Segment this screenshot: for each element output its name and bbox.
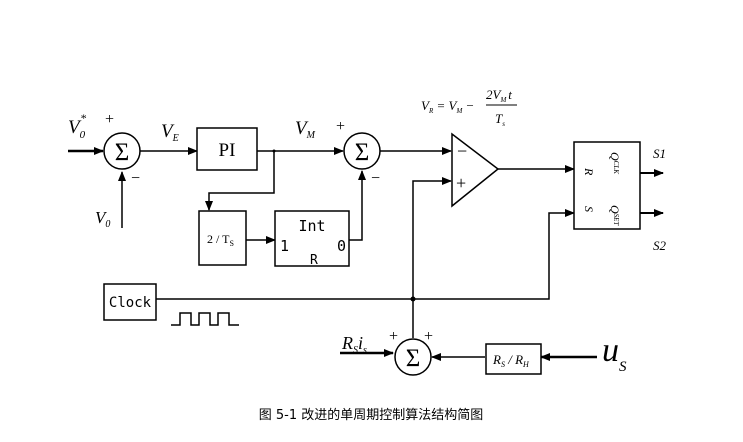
figure-caption: 图 5-1 改进的单周期控制算法结构简图 <box>259 407 484 423</box>
svg-text:Σ: Σ <box>115 139 130 166</box>
label-s1: S1 <box>653 146 666 161</box>
sign-plus-sum1: + <box>105 111 114 128</box>
sign-minus-sum2: − <box>371 170 380 187</box>
wire-pi-ts <box>205 151 275 211</box>
svg-text:PI: PI <box>219 140 236 161</box>
int-block-out: 0 <box>337 237 346 255</box>
label-v0: V0 <box>95 208 110 230</box>
int-block-reset: R <box>310 253 318 268</box>
svg-text:Σ: Σ <box>355 139 370 166</box>
svg-text:2 / TS: 2 / TS <box>207 232 234 248</box>
svg-text:VR = VM −: VR = VM − <box>421 98 474 115</box>
ff-r-label: R <box>582 167 596 176</box>
wire-sum3-comp <box>412 177 452 299</box>
clock-waveform-icon <box>171 312 239 326</box>
wire-clock-ff-s <box>156 209 575 300</box>
int-block-title: Int <box>298 217 325 235</box>
svg-text:Σ: Σ <box>406 345 421 372</box>
junction-dot-pi <box>272 149 276 153</box>
clock-block: Clock <box>103 283 157 321</box>
label-v0-star: V0* <box>68 111 86 141</box>
comparator-minus: − <box>457 141 467 161</box>
ff-qset-label: QSET <box>608 205 622 226</box>
label-rs-is: RSis <box>341 333 367 356</box>
label-ve: VE <box>161 121 179 144</box>
rs-flip-flop: R S QCLK QSET <box>573 141 641 230</box>
label-us: uS <box>602 332 627 375</box>
int-block-in: 1 <box>280 237 289 255</box>
svg-text:RS / RH: RS / RH <box>492 352 530 369</box>
int-block: Int 1 0 R <box>274 210 350 268</box>
rs-rh-block: RS / RH <box>485 343 542 375</box>
label-vm: VM <box>295 118 316 141</box>
sum-junction-3: Σ <box>394 338 432 376</box>
ff-qclk-label: QCLK <box>608 152 622 174</box>
comparator: − + <box>451 132 500 208</box>
sign-plus-sum2: + <box>336 118 345 135</box>
ff-s-label: S <box>582 206 596 212</box>
svg-text:Ts: Ts <box>495 111 505 128</box>
comparator-plus: + <box>456 173 466 193</box>
sign-minus-sum1: − <box>131 170 140 187</box>
sign-plus-sum3a: + <box>389 328 398 345</box>
wire-int-sum2 <box>349 170 366 241</box>
label-s2: S2 <box>653 238 667 253</box>
sum-junction-2: Σ <box>343 132 381 170</box>
svg-text:Clock: Clock <box>109 295 152 311</box>
junction-dot <box>410 296 416 302</box>
pi-block: PI <box>196 127 258 171</box>
ts-block: 2 / TS <box>198 210 247 266</box>
sum-junction-1: Σ <box>103 132 141 170</box>
sign-plus-sum3b: + <box>424 328 433 345</box>
wires <box>68 147 664 361</box>
